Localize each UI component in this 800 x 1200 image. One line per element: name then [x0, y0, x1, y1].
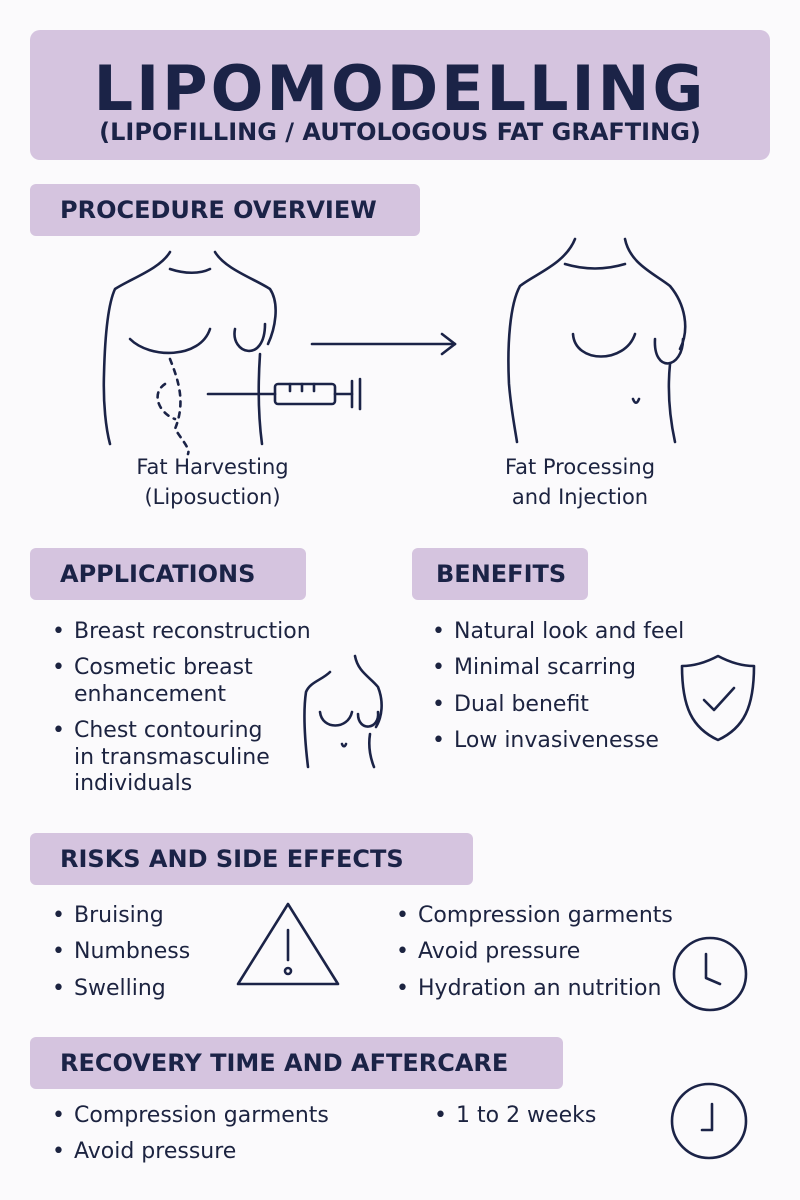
list-item: Swelling — [52, 976, 252, 1003]
list-item: Hydration an nutrition — [396, 976, 716, 1003]
list-item: Compression garments — [396, 903, 716, 930]
harvest-caption: Fat Harvesting (Liposuction) — [136, 455, 289, 510]
list-item: 1 to 2 weeks — [434, 1103, 634, 1130]
torso-injection-illustration — [507, 237, 687, 444]
benefits-list: Natural look and feel Minimal scarring D… — [432, 619, 702, 755]
syringe-icon — [206, 377, 362, 411]
injection-caption: Fat Processing and Injection — [504, 455, 656, 510]
clock-icon — [670, 1082, 748, 1160]
title-banner: LIPOMODELLING (LIPOFILLING / AUTOLOGOUS … — [30, 30, 770, 160]
applications-list: Breast reconstruction Cosmetic breastenh… — [52, 619, 352, 797]
recovery-list: Compression garments Avoid pressure — [52, 1103, 372, 1166]
aftercare-list: Compression garments Avoid pressure Hydr… — [396, 903, 716, 1003]
list-item: Avoid pressure — [396, 939, 716, 966]
list-item: Dual benefit — [432, 692, 702, 719]
arrow-right-icon — [310, 332, 457, 356]
risks-list: Bruising Numbness Swelling — [52, 903, 252, 1003]
warning-triangle-icon — [236, 902, 340, 986]
list-item: Minimal scarring — [432, 655, 702, 682]
recovery-time-list: 1 to 2 weeks — [434, 1103, 634, 1130]
list-item: Avoid pressure — [52, 1139, 372, 1166]
clock-icon — [672, 936, 748, 1012]
applications-heading: APPLICATIONS — [30, 548, 306, 600]
risks-heading: RISKS AND SIDE EFFECTS — [30, 833, 473, 885]
overview-heading: PROCEDURE OVERVIEW — [30, 184, 420, 236]
list-item: Numbness — [52, 939, 252, 966]
torso-harvest-illustration — [102, 250, 362, 456]
list-item: Bruising — [52, 903, 252, 930]
list-item: Breast reconstruction — [52, 619, 352, 646]
benefits-heading: BENEFITS — [412, 548, 588, 600]
torso-small-icon — [303, 654, 383, 769]
list-item: Low invasivenesse — [432, 728, 702, 755]
page-subtitle: (LIPOFILLING / AUTOLOGOUS FAT GRAFTING) — [99, 118, 701, 146]
page-title: LIPOMODELLING — [93, 52, 707, 125]
list-item: Compression garments — [52, 1103, 372, 1130]
recovery-heading: RECOVERY TIME AND AFTERCARE — [30, 1037, 563, 1089]
shield-check-icon — [680, 654, 756, 742]
list-item: Natural look and feel — [432, 619, 702, 646]
